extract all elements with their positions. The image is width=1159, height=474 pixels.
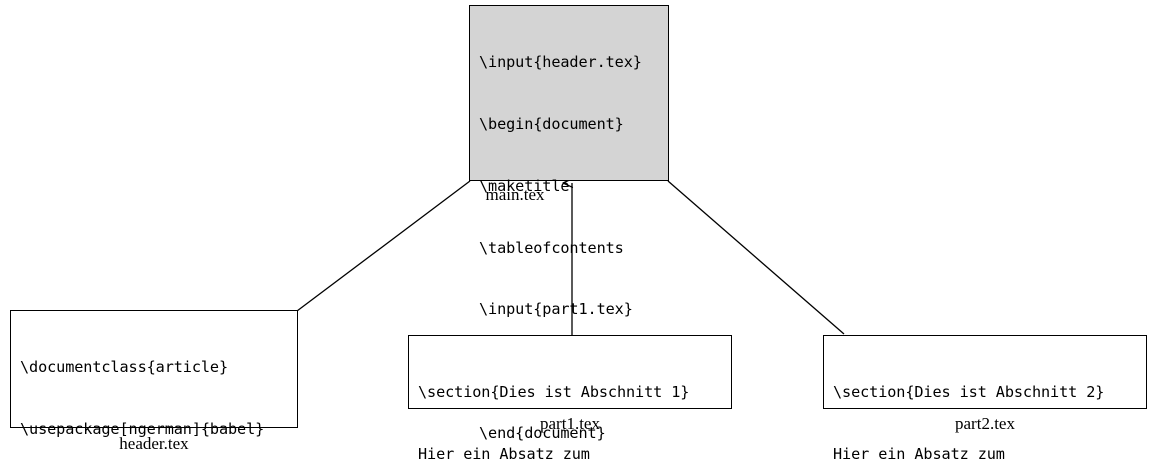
node-main-tex[interactable]: \input{header.tex} \begin{document} \mak… [469, 5, 669, 442]
caption-header-tex: header.tex [119, 434, 189, 453]
code-line: \input{header.tex} [479, 53, 642, 72]
code-line: \section{Dies ist Abschnitt 2} [833, 383, 1105, 402]
caption-main-tex: main.tex [485, 185, 545, 204]
code-line: \section{Dies ist Abschnitt 1} [418, 383, 690, 402]
edge-header-to-main [296, 180, 471, 312]
code-line: \tableofcontents [479, 238, 624, 257]
node-part1-tex[interactable]: \section{Dies ist Abschnitt 1} Hier ein … [408, 335, 732, 463]
code-line: Hier ein Absatz zum [833, 444, 1005, 463]
caption-part2-tex: part2.tex [955, 414, 1015, 433]
code-line: \usepackage[ngerman]{babel} [20, 419, 265, 438]
edge-main-to-part2 [667, 180, 845, 335]
code-line: Hier ein Absatz zum [418, 444, 590, 463]
code-line: \begin{document} [479, 114, 624, 133]
code-line: \documentclass{article} [20, 358, 229, 377]
code-line: \end{document} [479, 423, 606, 442]
code-line: \maketitle [479, 176, 570, 195]
caption-part1-tex: part1.tex [540, 414, 600, 433]
node-part2-tex[interactable]: \section{Dies ist Abschnitt 2} Hier ein … [823, 335, 1147, 463]
node-header-tex[interactable]: \documentclass{article} \usepackage[nger… [10, 310, 298, 438]
code-line: \input{part1.tex} [479, 300, 633, 319]
